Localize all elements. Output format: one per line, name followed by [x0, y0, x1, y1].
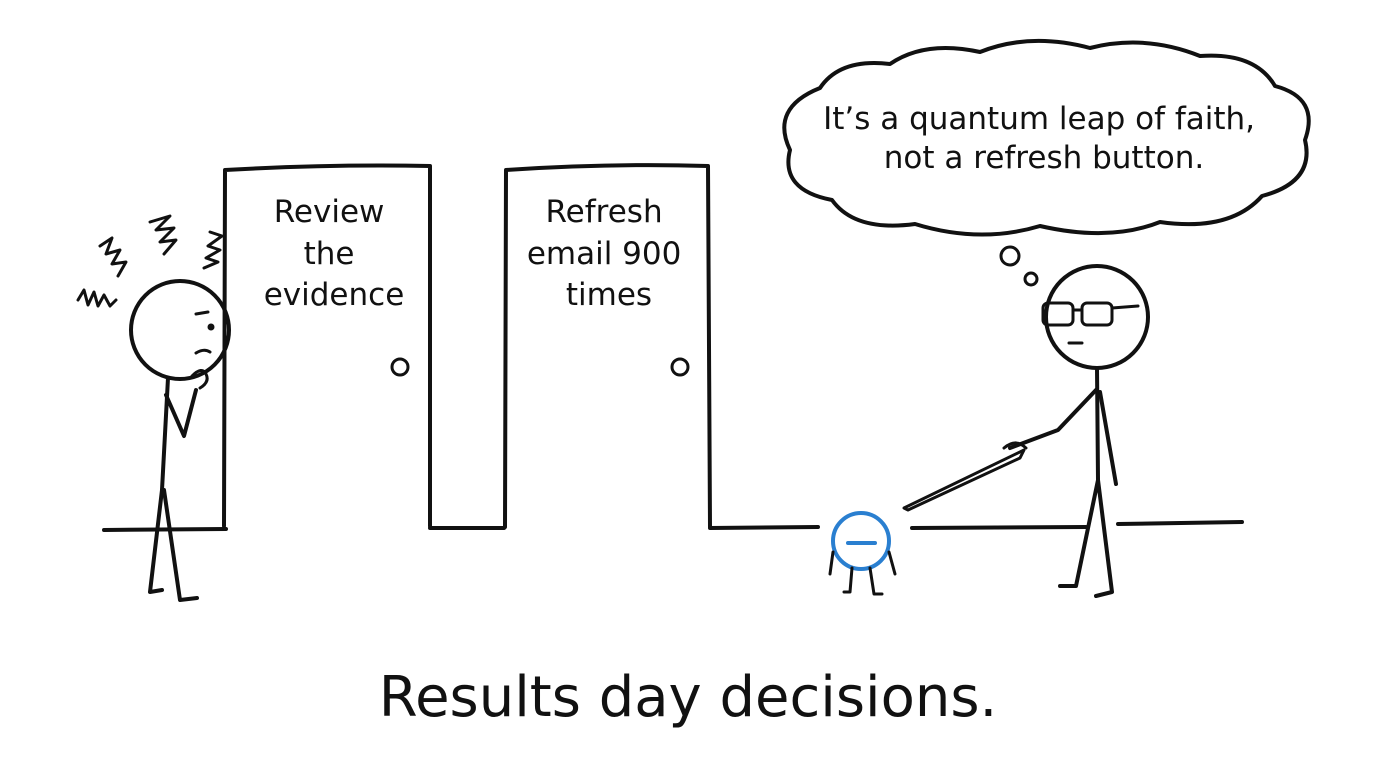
thought-text-line: not a refresh button. [884, 140, 1204, 176]
pointer-stick [902, 448, 1026, 512]
stress-squiggle-icon [76, 214, 224, 308]
glasses-stick-figure [902, 264, 1150, 598]
thought-dot-small [1023, 271, 1039, 287]
door-left-label: Review the evidence [264, 194, 405, 313]
stressed-figure-head [129, 279, 231, 381]
floor-line [102, 520, 1244, 532]
thought-dot-large [999, 245, 1021, 267]
door-right-label-line: email 900 [527, 236, 682, 272]
door-left: Review the evidence [222, 163, 432, 528]
door-left-knob-icon [390, 357, 410, 377]
thought-bubble: It’s a quantum leap of faith, not a refr… [782, 38, 1311, 287]
minus-circle-creature-icon [828, 511, 897, 596]
door-right-label-line: times [566, 277, 652, 313]
thought-text: It’s a quantum leap of faith, not a refr… [823, 101, 1265, 176]
door-right-knob-icon [670, 357, 690, 377]
glasses-icon [1041, 301, 1140, 327]
stressed-stick-figure [76, 214, 231, 602]
door-right-label-line: Refresh [546, 194, 663, 230]
door-left-label-line: evidence [264, 277, 405, 313]
caption: Results day decisions. [379, 665, 998, 730]
thought-text-line: It’s a quantum leap of faith, [823, 101, 1255, 137]
door-right: Refresh email 900 times [503, 163, 712, 529]
door-left-label-line: Review [274, 194, 385, 230]
glasses-figure-head [1044, 264, 1150, 370]
door-right-label: Refresh email 900 times [527, 194, 691, 313]
door-left-label-line: the [304, 236, 355, 272]
